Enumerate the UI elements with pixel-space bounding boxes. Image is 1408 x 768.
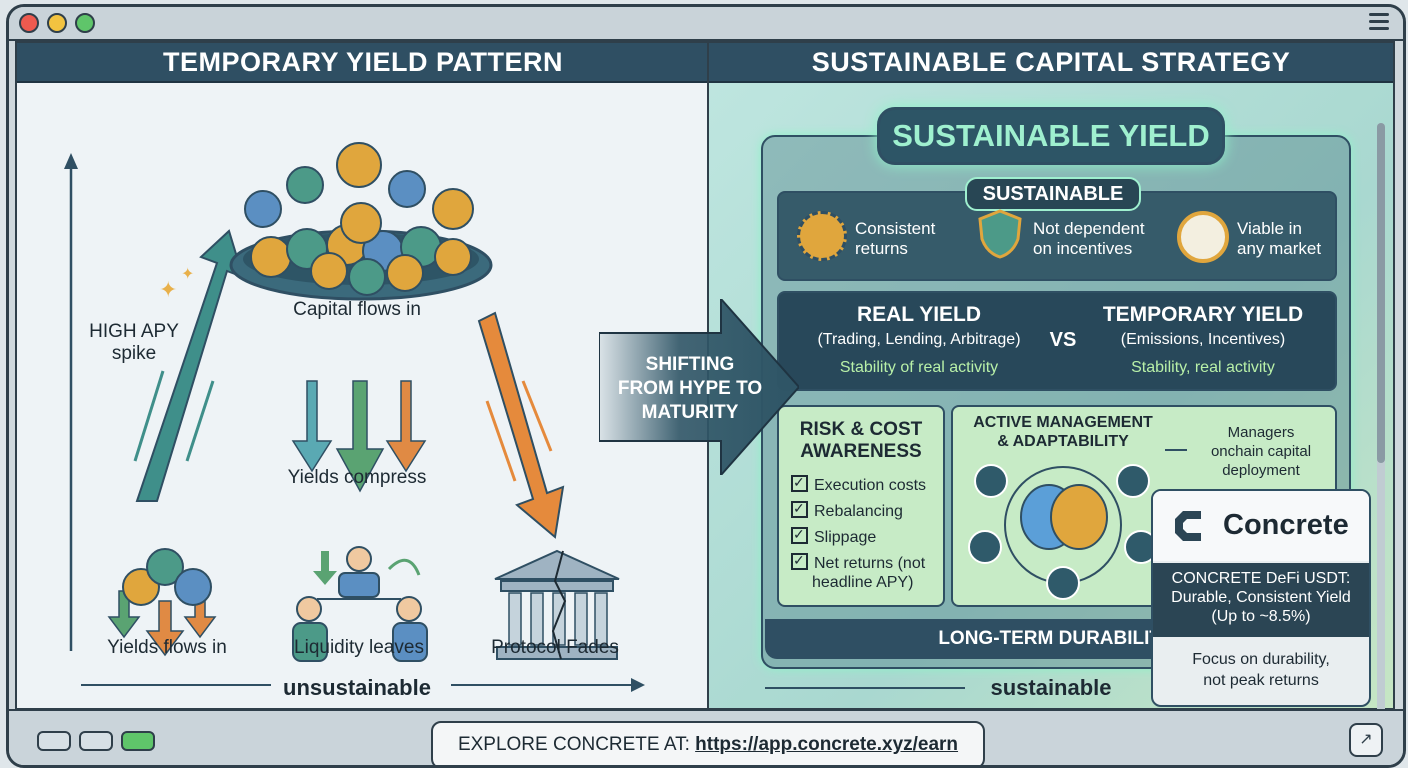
risk-item-continued: headline APY) (812, 574, 914, 591)
capital-flows-in-label: Capital flows in (293, 299, 421, 320)
unsustainable-label: unsustainable (283, 675, 431, 700)
feature-line: Consistent (855, 219, 936, 238)
liquidity-leaves-label: Liquidity leaves (294, 637, 424, 658)
yields-compress-label: Yields compress (287, 467, 427, 488)
risk-title-line: RISK & COST (799, 419, 923, 440)
shift-arrow-icon (599, 299, 799, 475)
concrete-logo-icon (1175, 511, 1201, 541)
shift-line: MATURITY (641, 402, 739, 423)
right-header: SUSTAINABLE CAPITAL STRATEGY (709, 43, 1393, 83)
close-window-button[interactable] (19, 13, 39, 33)
protocol-fades-label: Protocol Fades (491, 637, 619, 658)
temporary-yield-sub: (Emissions, Incentives) (1120, 331, 1286, 348)
real-vs-temporary-box (777, 291, 1337, 391)
temporary-yield-title: TEMPORARY YIELD (1102, 303, 1304, 326)
sustainable-label: sustainable (990, 675, 1112, 700)
feature-viable: Viable in any market (1237, 219, 1321, 259)
concrete-card[interactable]: Concrete CONCRETE DeFi USDT: Durable, Co… (1151, 489, 1371, 707)
concrete-name: Concrete (1223, 509, 1349, 541)
risk-item-label: Net returns (not (814, 555, 926, 572)
risk-title-line: AWARENESS (800, 441, 922, 462)
concrete-product-line: Durable, Consistent Yield (1171, 589, 1351, 606)
left-header: TEMPORARY YIELD PATTERN (17, 43, 709, 83)
active-management-box: ACTIVE MANAGEMENT & ADAPTABILITY Manager… (951, 405, 1337, 607)
feature-line: returns (855, 239, 908, 258)
sustainable-line-left (765, 687, 965, 689)
concrete-tagline-line: Focus on durability, (1192, 651, 1330, 668)
feature-consistent: Consistent returns (855, 219, 935, 259)
real-yield-sub: (Trading, Lending, Arbitrage) (817, 331, 1021, 348)
risk-item: Net returns (not (791, 550, 926, 574)
temporary-yield-panel: TEMPORARY YIELD PATTERN ✦ ✦ (15, 41, 711, 710)
feature-not-dependent: Not dependent on incentives (1033, 219, 1145, 259)
bottom-bar: EXPLORE CONCRETE AT: https://app.concret… (9, 709, 1403, 765)
risk-item-label: Rebalancing (814, 503, 903, 520)
feature-line: Viable in (1237, 219, 1302, 238)
svg-text:✦: ✦ (181, 266, 194, 283)
sustainable-tag: SUSTAINABLE (965, 177, 1141, 211)
risk-item: Rebalancing (791, 498, 903, 522)
managers-connector (1165, 449, 1187, 451)
temporary-yield-illustration: ✦ ✦ (64, 142, 645, 692)
svg-text:✦: ✦ (159, 277, 177, 302)
scrollbar[interactable] (1377, 123, 1385, 733)
shift-line: SHIFTING (645, 354, 735, 375)
risk-item: Execution costs (791, 472, 927, 496)
real-yield-note: Stability of real activity (839, 359, 999, 376)
yields-flows-in-label: Yields flows in (107, 637, 227, 658)
compass-icon (1177, 211, 1229, 263)
checkbox-icon (791, 550, 808, 570)
am-title-line: ACTIVE MANAGEMENT (973, 414, 1153, 431)
feature-line: any market (1237, 239, 1322, 258)
shield-icon (978, 209, 1022, 259)
explore-prefix: EXPLORE CONCRETE AT: (457, 734, 696, 755)
sustainable-strategy-panel: SUSTAINABLE CAPITAL STRATEGY SUSTAINABLE… (707, 41, 1395, 733)
maximize-window-button[interactable] (75, 13, 95, 33)
concrete-tagline-line: not peak returns (1203, 672, 1319, 689)
managers-line: deployment (1222, 462, 1300, 479)
concrete-product-line: CONCRETE DeFi USDT: (1171, 570, 1351, 587)
share-icon[interactable]: ↗ (1349, 723, 1383, 757)
minimize-window-button[interactable] (47, 13, 67, 33)
menu-icon[interactable] (1369, 13, 1389, 31)
shift-text: SHIFTING FROM HYPE TO MATURITY (605, 353, 775, 425)
concrete-product: CONCRETE DeFi USDT: Durable, Consistent … (1153, 563, 1369, 637)
risk-item-label: Slippage (814, 529, 877, 546)
am-title-line: & ADAPTABILITY (997, 433, 1129, 450)
real-yield-title: REAL YIELD (856, 303, 982, 326)
checkbox-icon (791, 498, 808, 518)
temporary-yield-note: Stability, real activity (1131, 359, 1275, 376)
shift-line: FROM HYPE TO (617, 378, 763, 399)
risk-item-label: Execution costs (814, 477, 927, 494)
app-window: TEMPORARY YIELD PATTERN ✦ ✦ (6, 4, 1406, 768)
concrete-tagline: Focus on durability, not peak returns (1153, 649, 1369, 691)
brain-cycle-icon (968, 464, 1158, 600)
concrete-logo-area: Concrete (1153, 491, 1369, 561)
managers-line: onchain capital (1210, 443, 1312, 460)
bottom-pill-2[interactable] (79, 731, 113, 751)
managers-note: Managers onchain capital deployment (1191, 423, 1331, 480)
risk-title: RISK & COST AWARENESS (779, 419, 943, 463)
explore-url-link[interactable]: https://app.concrete.xyz/earn (695, 734, 959, 755)
title-bar (9, 7, 1403, 41)
gear-icon (797, 211, 847, 261)
risk-cost-box: RISK & COST AWARENESS Execution costs Re… (777, 405, 945, 607)
bottom-pill-1[interactable] (37, 731, 71, 751)
checkbox-icon (791, 524, 808, 544)
checkbox-icon (791, 472, 808, 492)
feature-line: on incentives (1033, 239, 1133, 258)
managers-line: Managers (1227, 424, 1295, 441)
active-management-title: ACTIVE MANAGEMENT & ADAPTABILITY (963, 413, 1163, 451)
bottom-pill-3[interactable] (121, 731, 155, 751)
sustainable-yield-title: SUSTAINABLE YIELD (877, 107, 1225, 165)
high-apy-label: HIGH APY spike (89, 321, 179, 364)
vs-label: VS (1049, 329, 1077, 351)
risk-item: Slippage (791, 524, 877, 548)
scrollbar-thumb[interactable] (1377, 123, 1385, 463)
explore-link-box[interactable]: EXPLORE CONCRETE AT: https://app.concret… (431, 721, 985, 765)
concrete-product-line: (Up to ~8.5%) (1211, 608, 1311, 625)
feature-line: Not dependent (1033, 219, 1145, 238)
